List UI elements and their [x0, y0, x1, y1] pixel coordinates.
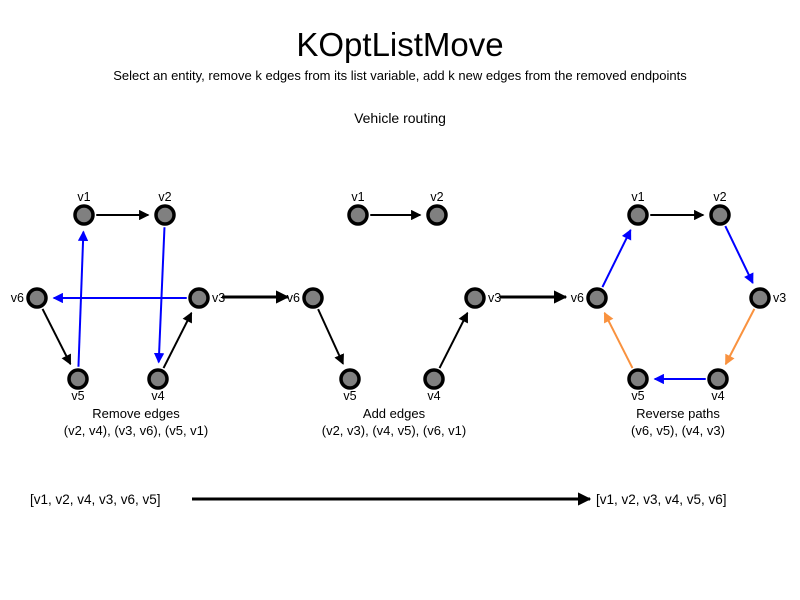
node-label: v5 [343, 389, 356, 403]
edges [317, 209, 469, 369]
node-label: v3 [488, 291, 501, 305]
panel-caption-detail: (v2, v3), (v4, v5), (v6, v1) [322, 423, 466, 438]
node-circle[interactable] [707, 368, 729, 390]
node-v3[interactable]: v3 [464, 287, 501, 309]
node-circle[interactable] [347, 204, 369, 226]
edge-v2-to-v4 [153, 227, 166, 364]
edges [601, 209, 756, 385]
node-label: v3 [212, 291, 225, 305]
node-v5[interactable]: v5 [67, 368, 89, 403]
edges [41, 209, 193, 369]
node-label: v4 [151, 389, 164, 403]
node-circle[interactable] [26, 287, 48, 309]
node-label: v3 [773, 291, 786, 305]
node-v1[interactable]: v1 [627, 190, 649, 226]
panel-caption-detail: (v6, v5), (v4, v3) [631, 423, 725, 438]
node-circle[interactable] [464, 287, 486, 309]
node-circle[interactable] [147, 368, 169, 390]
node-label: v4 [427, 389, 440, 403]
node-v5[interactable]: v5 [627, 368, 649, 403]
node-v3[interactable]: v3 [188, 287, 225, 309]
edge-v4-to-v3 [438, 311, 469, 369]
node-circle[interactable] [586, 287, 608, 309]
node-label: v5 [71, 389, 84, 403]
node-v1[interactable]: v1 [347, 190, 369, 226]
list-transformation-row: [v1, v2, v4, v3, v6, v5] [v1, v2, v3, v4,… [30, 492, 727, 507]
node-label: v5 [631, 389, 644, 403]
node-v2[interactable]: v2 [426, 190, 448, 226]
node-v3[interactable]: v3 [749, 287, 786, 309]
edge-v2-to-v3 [724, 225, 754, 284]
node-circle[interactable] [627, 204, 649, 226]
panel-caption-title: Add edges [363, 406, 426, 421]
node-circle[interactable] [73, 204, 95, 226]
edge-v4-to-v3 [162, 311, 193, 369]
node-circle[interactable] [709, 204, 731, 226]
node-label: v2 [158, 190, 171, 204]
node-circle[interactable] [749, 287, 771, 309]
node-label: v6 [287, 291, 300, 305]
page-subtitle: Select an entity, remove k edges from it… [113, 68, 687, 83]
node-label: v2 [430, 190, 443, 204]
node-v6[interactable]: v6 [571, 287, 608, 309]
section-label: Vehicle routing [354, 110, 446, 126]
node-circle[interactable] [426, 204, 448, 226]
node-label: v6 [11, 291, 24, 305]
node-circle[interactable] [339, 368, 361, 390]
node-circle[interactable] [627, 368, 649, 390]
panel-caption-title: Remove edges [92, 406, 180, 421]
node-v1[interactable]: v1 [73, 190, 95, 226]
list-before: [v1, v2, v4, v3, v6, v5] [30, 492, 161, 507]
node-v2[interactable]: v2 [709, 190, 731, 226]
node-circle[interactable] [67, 368, 89, 390]
node-label: v1 [77, 190, 90, 204]
edge-v6-to-v1 [601, 228, 632, 288]
node-v4[interactable]: v4 [423, 368, 445, 403]
list-after: [v1, v2, v3, v4, v5, v6] [596, 492, 727, 507]
edge-v6-to-v5 [41, 308, 72, 366]
page-title: KOptListMove [296, 26, 504, 63]
node-v6[interactable]: v6 [287, 287, 324, 309]
node-v4[interactable]: v4 [147, 368, 169, 403]
node-v5[interactable]: v5 [339, 368, 361, 403]
edge-v5-to-v6 [603, 311, 634, 369]
node-label: v1 [351, 190, 364, 204]
node-label: v6 [571, 291, 584, 305]
node-circle[interactable] [302, 287, 324, 309]
node-circle[interactable] [154, 204, 176, 226]
node-v2[interactable]: v2 [154, 190, 176, 226]
node-circle[interactable] [423, 368, 445, 390]
edge-v6-to-v5 [317, 308, 344, 365]
panel-caption-detail: (v2, v4), (v3, v6), (v5, v1) [64, 423, 208, 438]
node-v6[interactable]: v6 [11, 287, 48, 309]
node-circle[interactable] [188, 287, 210, 309]
edge-v5-to-v1 [77, 230, 89, 367]
node-label: v1 [631, 190, 644, 204]
panel-caption-title: Reverse paths [636, 406, 720, 421]
edge-v3-to-v4 [724, 308, 756, 366]
node-label: v2 [713, 190, 726, 204]
node-label: v4 [711, 389, 724, 403]
node-v4[interactable]: v4 [707, 368, 729, 403]
